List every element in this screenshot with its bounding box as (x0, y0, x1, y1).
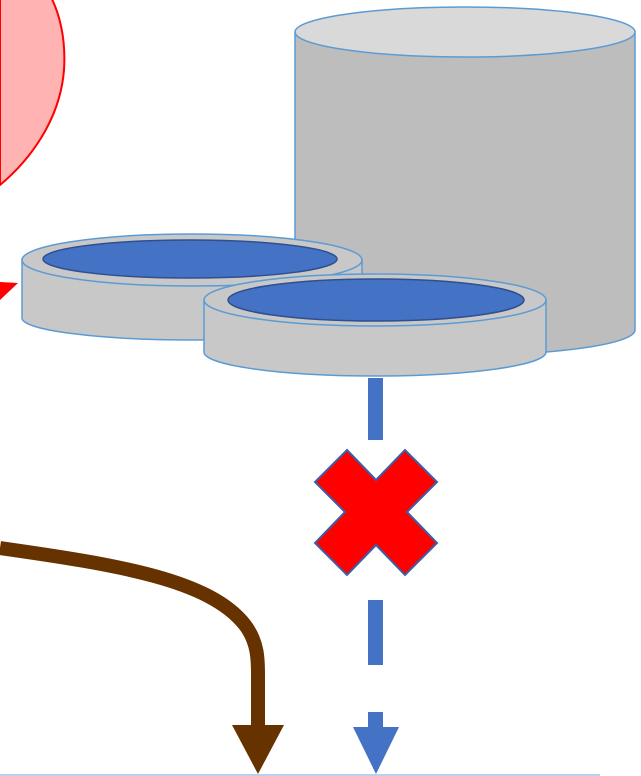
alternate-route-arrow (0, 548, 284, 774)
bubble-pointer (0, 282, 18, 300)
flow-dash (368, 600, 383, 665)
blocked-water-flow (353, 378, 399, 774)
water-dish-right (204, 274, 546, 376)
route-arrowhead (232, 725, 284, 774)
flow-arrowhead (353, 727, 399, 774)
blocked-cross-icon (315, 450, 437, 575)
flow-dash (368, 378, 383, 440)
